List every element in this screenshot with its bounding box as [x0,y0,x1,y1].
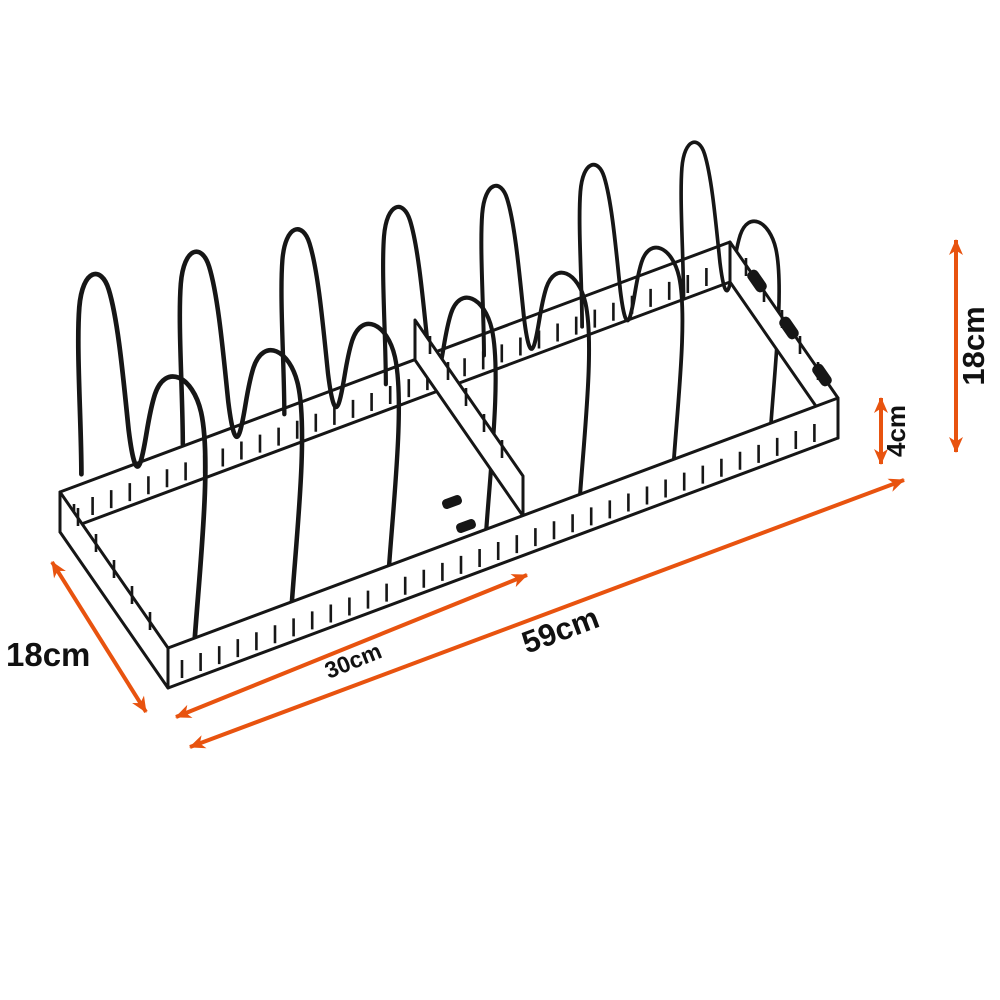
connector-clip [779,316,799,340]
middle-bar-slots [428,336,504,458]
connector-clip [456,518,476,534]
total-length-arrow [189,478,905,749]
depth-arrow [50,560,148,714]
depth-label: 18cm [6,636,90,673]
dimension-arrows [50,239,963,749]
connector-clip [442,494,462,510]
wall-height-label: 4cm [881,405,911,457]
connector-clip [812,363,832,387]
connector-clip [747,269,767,293]
height-label: 18cm [956,306,991,385]
